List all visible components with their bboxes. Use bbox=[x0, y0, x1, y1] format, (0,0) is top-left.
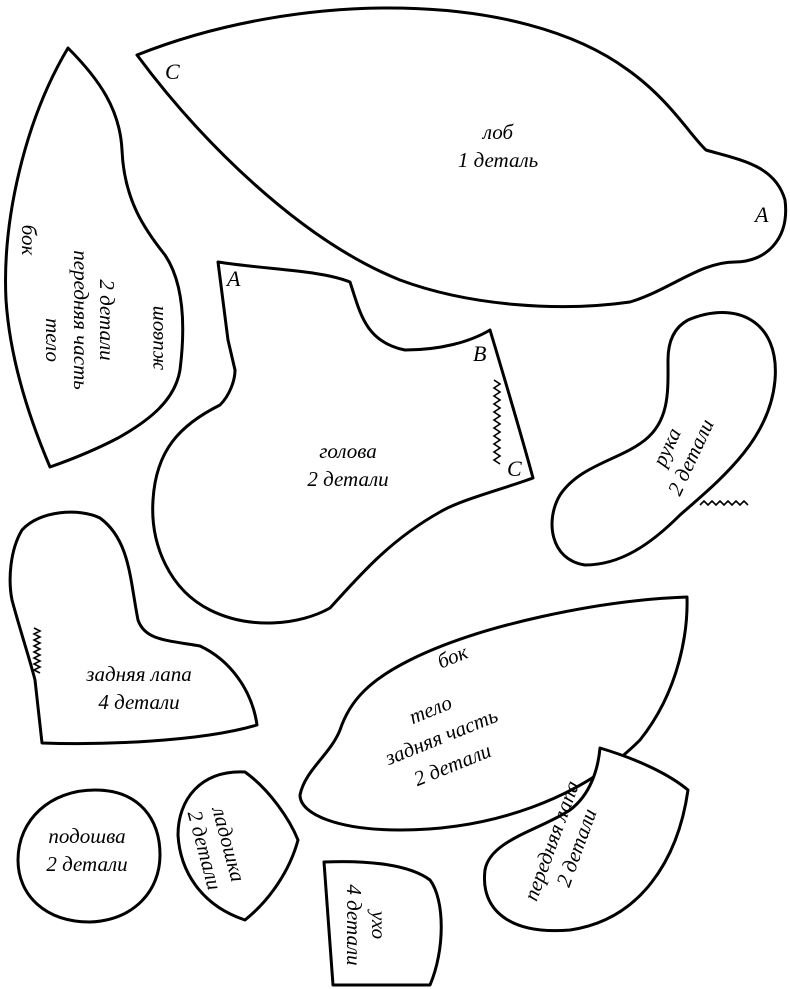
head-count: 2 детали bbox=[307, 467, 388, 491]
sole-outline bbox=[16, 788, 162, 924]
body-front-part: передняя часть bbox=[69, 250, 93, 390]
sole-name: подошва bbox=[48, 824, 125, 848]
hind-paw-name: задняя лапа bbox=[85, 662, 191, 686]
ear-outline bbox=[322, 860, 443, 987]
head-outline bbox=[151, 260, 535, 625]
body-front-name: тело bbox=[41, 318, 65, 362]
hind-paw-outline bbox=[8, 510, 259, 746]
ear-piece: ухо 4 детали bbox=[322, 860, 443, 987]
hind-paw-piece: задняя лапа 4 детали bbox=[8, 510, 259, 746]
forehead-mark-c: C bbox=[165, 59, 180, 84]
arm-outline bbox=[550, 311, 777, 567]
ear-count: 4 детали bbox=[342, 884, 366, 965]
ear-name: ухо bbox=[367, 909, 391, 939]
body-front-count: 2 детали bbox=[95, 279, 119, 360]
forehead-name: лоб bbox=[482, 120, 515, 144]
body-back-piece: бок тело задняя часть 2 детали bbox=[298, 595, 689, 832]
body-front-side-label: бок bbox=[17, 225, 41, 256]
forehead-piece: C A лоб 1 деталь bbox=[135, 6, 788, 309]
head-name: голова bbox=[319, 439, 377, 463]
forehead-mark-a: A bbox=[753, 202, 769, 227]
hind-paw-stitch-mark bbox=[32, 627, 42, 674]
palm-outline bbox=[176, 770, 300, 922]
body-back-outline bbox=[298, 595, 689, 832]
sole-piece: подошва 2 детали bbox=[16, 788, 162, 924]
sole-count: 2 детали bbox=[46, 852, 127, 876]
head-mark-c: C bbox=[507, 456, 522, 481]
arm-piece: рука 2 детали bbox=[550, 311, 777, 567]
front-paw-outline bbox=[482, 746, 690, 933]
head-mark-b: B bbox=[473, 341, 486, 366]
body-front-belly-label: живот bbox=[144, 306, 168, 371]
hind-paw-count: 4 детали bbox=[98, 690, 179, 714]
head-stitch-mark bbox=[492, 379, 502, 465]
forehead-count: 1 деталь bbox=[458, 148, 538, 172]
head-piece: A B C голова 2 детали bbox=[151, 260, 535, 625]
forehead-outline bbox=[135, 6, 788, 309]
palm-piece: ладошка 2 детали bbox=[176, 770, 300, 922]
arm-stitch-mark bbox=[699, 499, 749, 507]
body-front-outline bbox=[4, 46, 185, 469]
head-mark-a: A bbox=[225, 266, 241, 291]
body-front-piece: бок тело передняя часть 2 детали живот bbox=[4, 46, 185, 469]
